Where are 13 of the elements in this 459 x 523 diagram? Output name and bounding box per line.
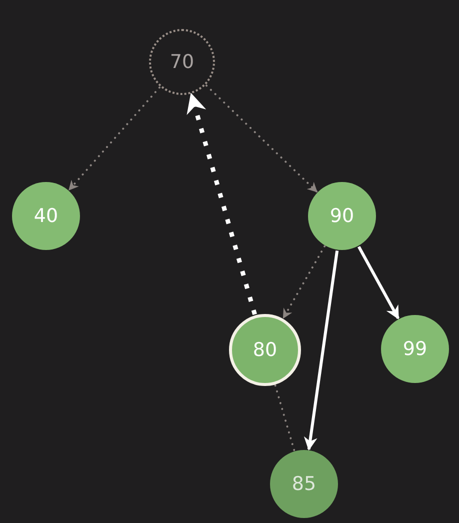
arrow bbox=[357, 246, 400, 320]
dotted-arrow bbox=[282, 245, 326, 319]
arrow bbox=[304, 250, 339, 451]
highlighted-node-circle: 80 bbox=[229, 314, 301, 386]
dotted-arrow bbox=[186, 92, 257, 316]
removed-node-circle: 70 bbox=[149, 29, 215, 95]
dotted-arrow bbox=[68, 86, 160, 191]
tree-node-circle: 99 bbox=[381, 315, 449, 383]
tree-node-circle: 85 bbox=[270, 450, 338, 518]
tree-node-circle: 90 bbox=[308, 182, 376, 250]
dotted-arrow bbox=[206, 84, 318, 193]
dotted-line bbox=[274, 384, 296, 452]
tree-node-circle: 40 bbox=[12, 182, 80, 250]
